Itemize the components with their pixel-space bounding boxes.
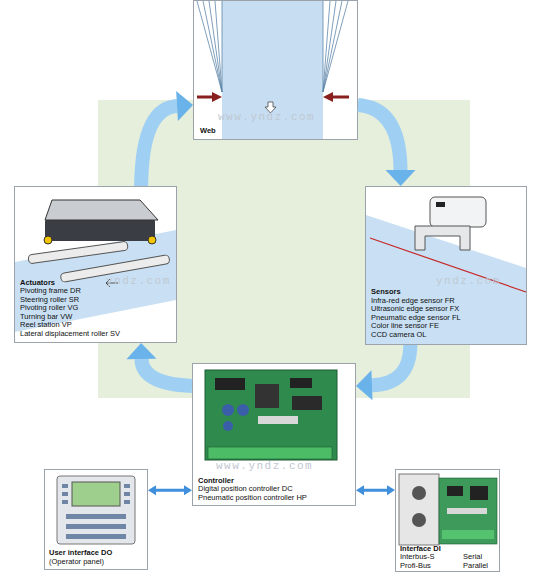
arrow-shaft	[364, 489, 387, 492]
interface-box: Interface DIInterbus-SSerialProfi-BusPar…	[395, 469, 500, 572]
arrow-shaft	[141, 106, 177, 186]
list-item: (Operator panel)	[49, 558, 145, 567]
arrow-head	[176, 91, 193, 121]
list-item: Lateral displacement roller SV	[20, 330, 174, 339]
list-item: Infra-red edge sensor FR	[371, 297, 524, 306]
watermark: yndz.com	[106, 275, 171, 287]
arrow-head	[356, 485, 364, 495]
arrow-head	[386, 170, 416, 186]
list-item: Pneumatic edge sensor FL	[371, 314, 524, 323]
arrow-shaft	[372, 345, 410, 385]
watermark: www.yndz.com	[218, 111, 315, 123]
flow-arrow	[141, 91, 193, 186]
node-heading: Controller	[198, 477, 353, 486]
node-text: User interface DO(Operator panel)	[49, 549, 145, 566]
arrow-head	[126, 343, 156, 359]
node-text: ActuatorsPivoting frame DRSteering rolle…	[20, 279, 174, 339]
sensors-box: SensorsInfra-red edge sensor FRUltrasoni…	[365, 186, 527, 345]
arrow-head	[184, 485, 192, 495]
list-item: Steering roller SR	[20, 296, 174, 305]
list-item: Digital position controller DC	[198, 485, 353, 494]
node-text: Web	[200, 127, 355, 136]
arrow-head	[387, 485, 395, 495]
node-text: ControllerDigital position controller DC…	[198, 477, 353, 503]
arrow-shaft	[358, 105, 401, 170]
list-item: Reel station VP	[20, 321, 174, 330]
watermark: yndz.com	[436, 275, 501, 287]
node-text: SensorsInfra-red edge sensor FRUltrasoni…	[371, 288, 524, 339]
node-heading: Interface DI	[400, 545, 497, 554]
link-arrow	[356, 485, 395, 495]
link-arrow	[148, 485, 192, 495]
list-item: Pneumatic position controller HP	[198, 494, 353, 503]
actuators-box: ActuatorsPivoting frame DRSteering rolle…	[14, 186, 177, 343]
flow-arrow	[126, 343, 192, 386]
arrow-shaft	[156, 489, 184, 492]
table-cell: Parallel	[463, 562, 497, 571]
table-grid: Interbus-SSerialProfi-BusParallel	[400, 553, 497, 570]
table-cell: Interbus-S	[400, 553, 463, 562]
list-item: Ultrasonic edge sensor FX	[371, 305, 524, 314]
list-item: Color line sensor FE	[371, 322, 524, 331]
list-item: CCD camera OL	[371, 331, 524, 340]
controller-box: ControllerDigital position controller DC…	[192, 363, 356, 506]
node-heading: User interface DO	[49, 549, 145, 558]
list-item: Pivoting roller VG	[20, 304, 174, 313]
arrow-shaft	[141, 359, 192, 386]
list-item: Turning bar VW	[20, 313, 174, 322]
node-heading: Web	[200, 127, 355, 136]
arrow-head	[356, 370, 373, 400]
flow-arrow	[358, 105, 416, 186]
arrow-head	[148, 485, 156, 495]
flow-arrow	[356, 345, 410, 400]
node-text: Interface DIInterbus-SSerialProfi-BusPar…	[400, 545, 497, 571]
table-cell: Profi-Bus	[400, 562, 463, 571]
table-cell: Serial	[463, 553, 497, 562]
list-item: Pivoting frame DR	[20, 287, 174, 296]
node-heading: Sensors	[371, 288, 524, 297]
watermark: www.yndz.com	[216, 460, 313, 472]
user-interface-box: User interface DO(Operator panel)	[44, 469, 148, 570]
